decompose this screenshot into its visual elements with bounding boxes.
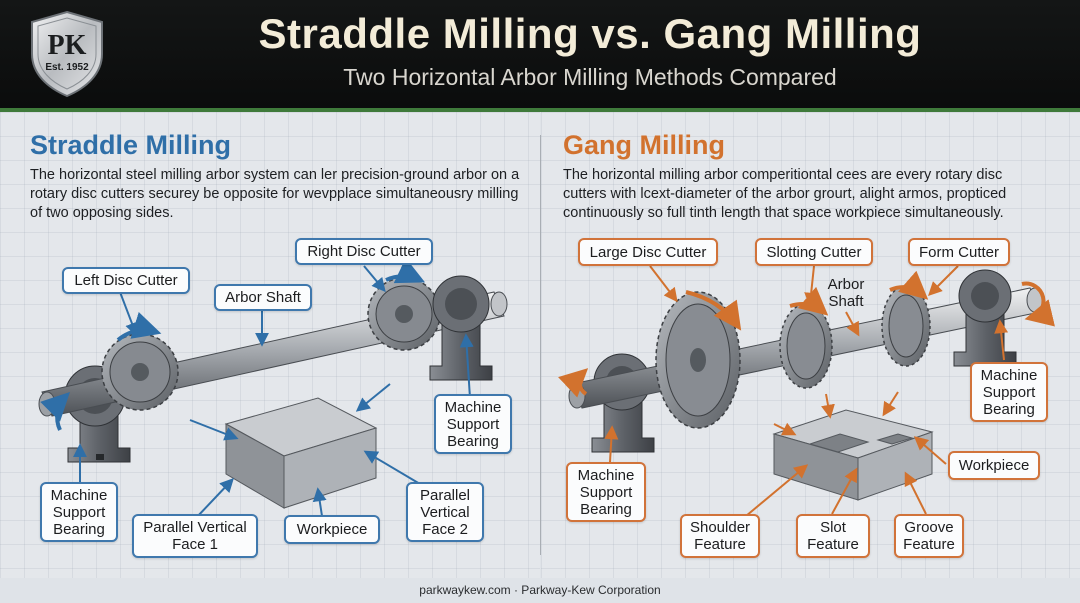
slotting-cutter-drawing: [779, 303, 833, 389]
straddle-workpiece-drawing: [224, 397, 378, 509]
gang-right-bearing-drawing: [953, 269, 1017, 367]
label-groove-feature: Groove Feature: [894, 514, 964, 558]
gang-description: The horizontal milling arbor comperition…: [563, 167, 1007, 221]
logo-est: Est. 1952: [45, 62, 89, 73]
label-large-disc-cutter: Large Disc Cutter: [578, 238, 718, 266]
label-arbor-shaft-gang: Arbor Shaft: [827, 276, 865, 310]
label-arbor-shaft: Arbor Shaft: [214, 284, 312, 311]
label-parallel-vertical-face-2: Parallel Vertical Face 2: [406, 482, 484, 542]
large-disc-cutter-drawing: [655, 291, 741, 429]
label-shoulder-feature: Shoulder Feature: [680, 514, 760, 558]
label-left-disc-cutter: Left Disc Cutter: [62, 267, 190, 294]
footer-credit: parkwaykew.com · Parkway-Kew Corporation: [419, 583, 661, 597]
label-machine-support-bearing-left: Machine Support Bearing: [40, 482, 118, 542]
label-machine-support-bearing-gang-left: Machine Support Bearing: [566, 462, 646, 522]
gang-assembly: [558, 265, 1056, 517]
label-slotting-cutter: Slotting Cutter: [755, 238, 873, 266]
page-subtitle: Two Horizontal Arbor Milling Methods Com…: [343, 64, 837, 90]
straddle-description: The horizontal steel milling arbor syste…: [30, 167, 520, 221]
logo-text: PK: [48, 30, 87, 61]
label-right-disc-cutter: Right Disc Cutter: [295, 238, 433, 265]
form-cutter-drawing: [881, 285, 931, 367]
panel-divider: [540, 135, 541, 555]
header-banner: PK Est. 1952 Straddle Milling vs. Gang M…: [0, 0, 1080, 112]
label-workpiece-gang: Workpiece: [948, 451, 1040, 480]
label-slot-feature: Slot Feature: [796, 514, 870, 558]
left-disc-cutter-drawing: [101, 333, 179, 411]
straddle-title: Straddle Milling: [30, 130, 232, 160]
page-title: Straddle Milling vs. Gang Milling: [258, 10, 922, 57]
gang-title: Gang Milling: [563, 130, 725, 160]
label-machine-support-bearing-right: Machine Support Bearing: [434, 394, 512, 454]
right-disc-cutter-drawing: [367, 277, 441, 351]
straddle-assembly: [38, 257, 508, 519]
label-parallel-vertical-face-1: Parallel Vertical Face 1: [132, 514, 258, 558]
right-bearing-drawing: [429, 275, 493, 381]
label-form-cutter: Form Cutter: [908, 238, 1010, 266]
label-machine-support-bearing-gang-right: Machine Support Bearing: [970, 362, 1048, 422]
shield-logo-icon: PK Est. 1952: [31, 10, 103, 98]
gang-workpiece-drawing: [772, 409, 934, 501]
label-workpiece-straddle: Workpiece: [284, 515, 380, 544]
